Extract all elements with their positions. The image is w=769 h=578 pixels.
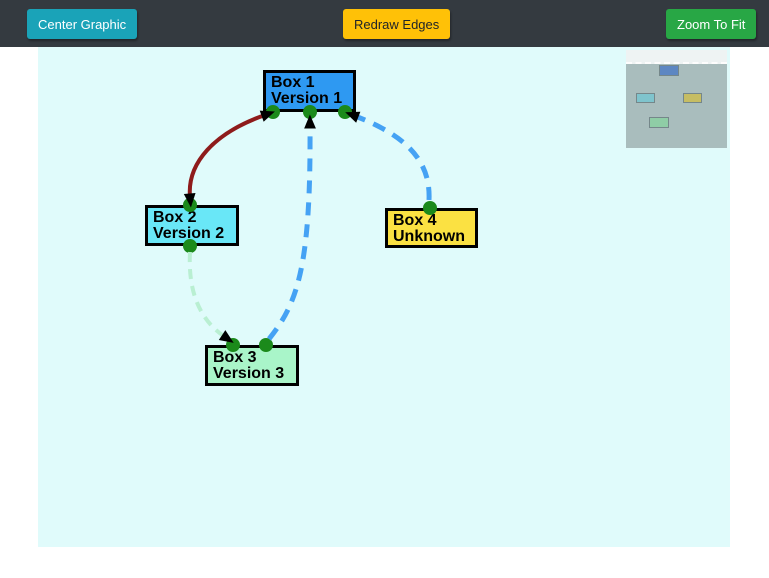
node-box3-label-line2: Version 3 (213, 365, 285, 382)
minimap-node-box3 (649, 117, 669, 128)
toolbar: Center Graphic Redraw Edges Zoom To Fit (0, 0, 769, 47)
minimap-node-box1 (659, 65, 679, 76)
zoom-to-fit-button[interactable]: Zoom To Fit (666, 9, 757, 39)
node-box4-label-line1: Box 4 (393, 212, 437, 229)
minimap[interactable] (626, 50, 727, 148)
node-box1-label-line2: Version 1 (271, 90, 343, 107)
center-graphic-button[interactable]: Center Graphic (27, 9, 138, 39)
node-box4-label-line2: Unknown (393, 228, 465, 245)
minimap-node-box4 (683, 93, 702, 103)
node-box1-label-line1: Box 1 (271, 74, 315, 91)
node-box2-label-line2: Version 2 (153, 225, 225, 242)
minimap-node-box2 (636, 93, 655, 103)
redraw-edges-button[interactable]: Redraw Edges (343, 9, 451, 39)
minimap-top-strip (626, 50, 727, 64)
node-box3-label-line1: Box 3 (213, 349, 257, 366)
node-box2-label-line1: Box 2 (153, 209, 197, 226)
